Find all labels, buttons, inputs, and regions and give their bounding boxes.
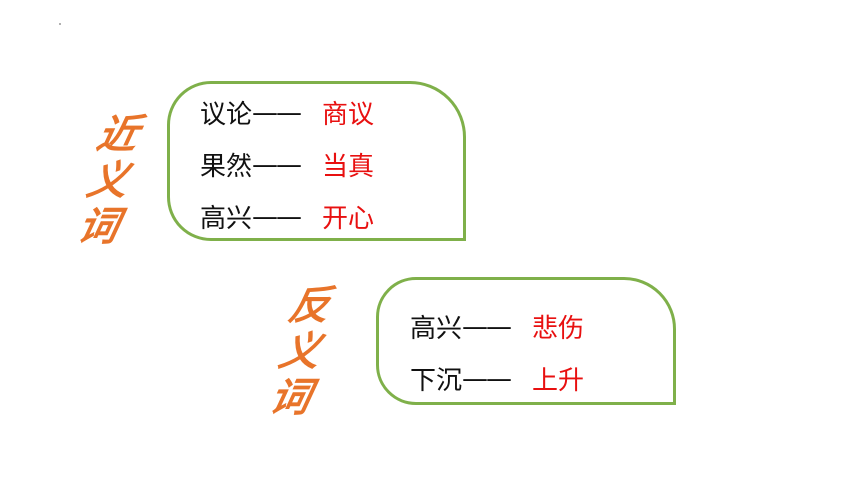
pair-answer: 开心 <box>322 204 375 234</box>
antonym-pair-row: 下沉 —— 上升 <box>410 360 584 397</box>
antonym-title: 反 义 词 <box>265 283 334 421</box>
antonym-box <box>376 277 676 405</box>
pair-dash: —— <box>252 149 302 180</box>
antonym-pair-row: 高兴 —— 悲伤 <box>410 308 584 345</box>
pair-dash: —— <box>462 363 512 394</box>
antonym-title-char: 词 <box>265 375 316 421</box>
pair-word: 高兴 <box>200 204 253 234</box>
pair-answer: 当真 <box>322 152 375 182</box>
synonym-title-char: 近 <box>92 112 143 158</box>
decorative-dot <box>59 23 61 25</box>
pair-word: 高兴 <box>410 314 463 344</box>
pair-word: 下沉 <box>410 366 463 396</box>
pair-dash: —— <box>252 201 302 232</box>
pair-dash: —— <box>462 311 512 342</box>
synonym-pair-row: 议论 —— 商议 <box>200 94 374 131</box>
pair-answer: 悲伤 <box>532 314 585 344</box>
pair-answer: 上升 <box>532 366 585 396</box>
synonym-pair-row: 高兴 —— 开心 <box>200 198 374 235</box>
antonym-title-char: 义 <box>275 329 325 375</box>
synonym-title-char: 词 <box>73 204 124 250</box>
pair-word: 议论 <box>200 100 253 130</box>
pair-dash: —— <box>252 97 302 128</box>
synonym-title-char: 义 <box>83 158 133 204</box>
synonym-box <box>167 81 466 241</box>
pair-word: 果然 <box>200 152 253 182</box>
antonym-title-char: 反 <box>284 283 335 329</box>
pair-answer: 商议 <box>322 100 375 130</box>
synonym-title: 近 义 词 <box>73 112 142 250</box>
synonym-pair-row: 果然 —— 当真 <box>200 146 374 183</box>
